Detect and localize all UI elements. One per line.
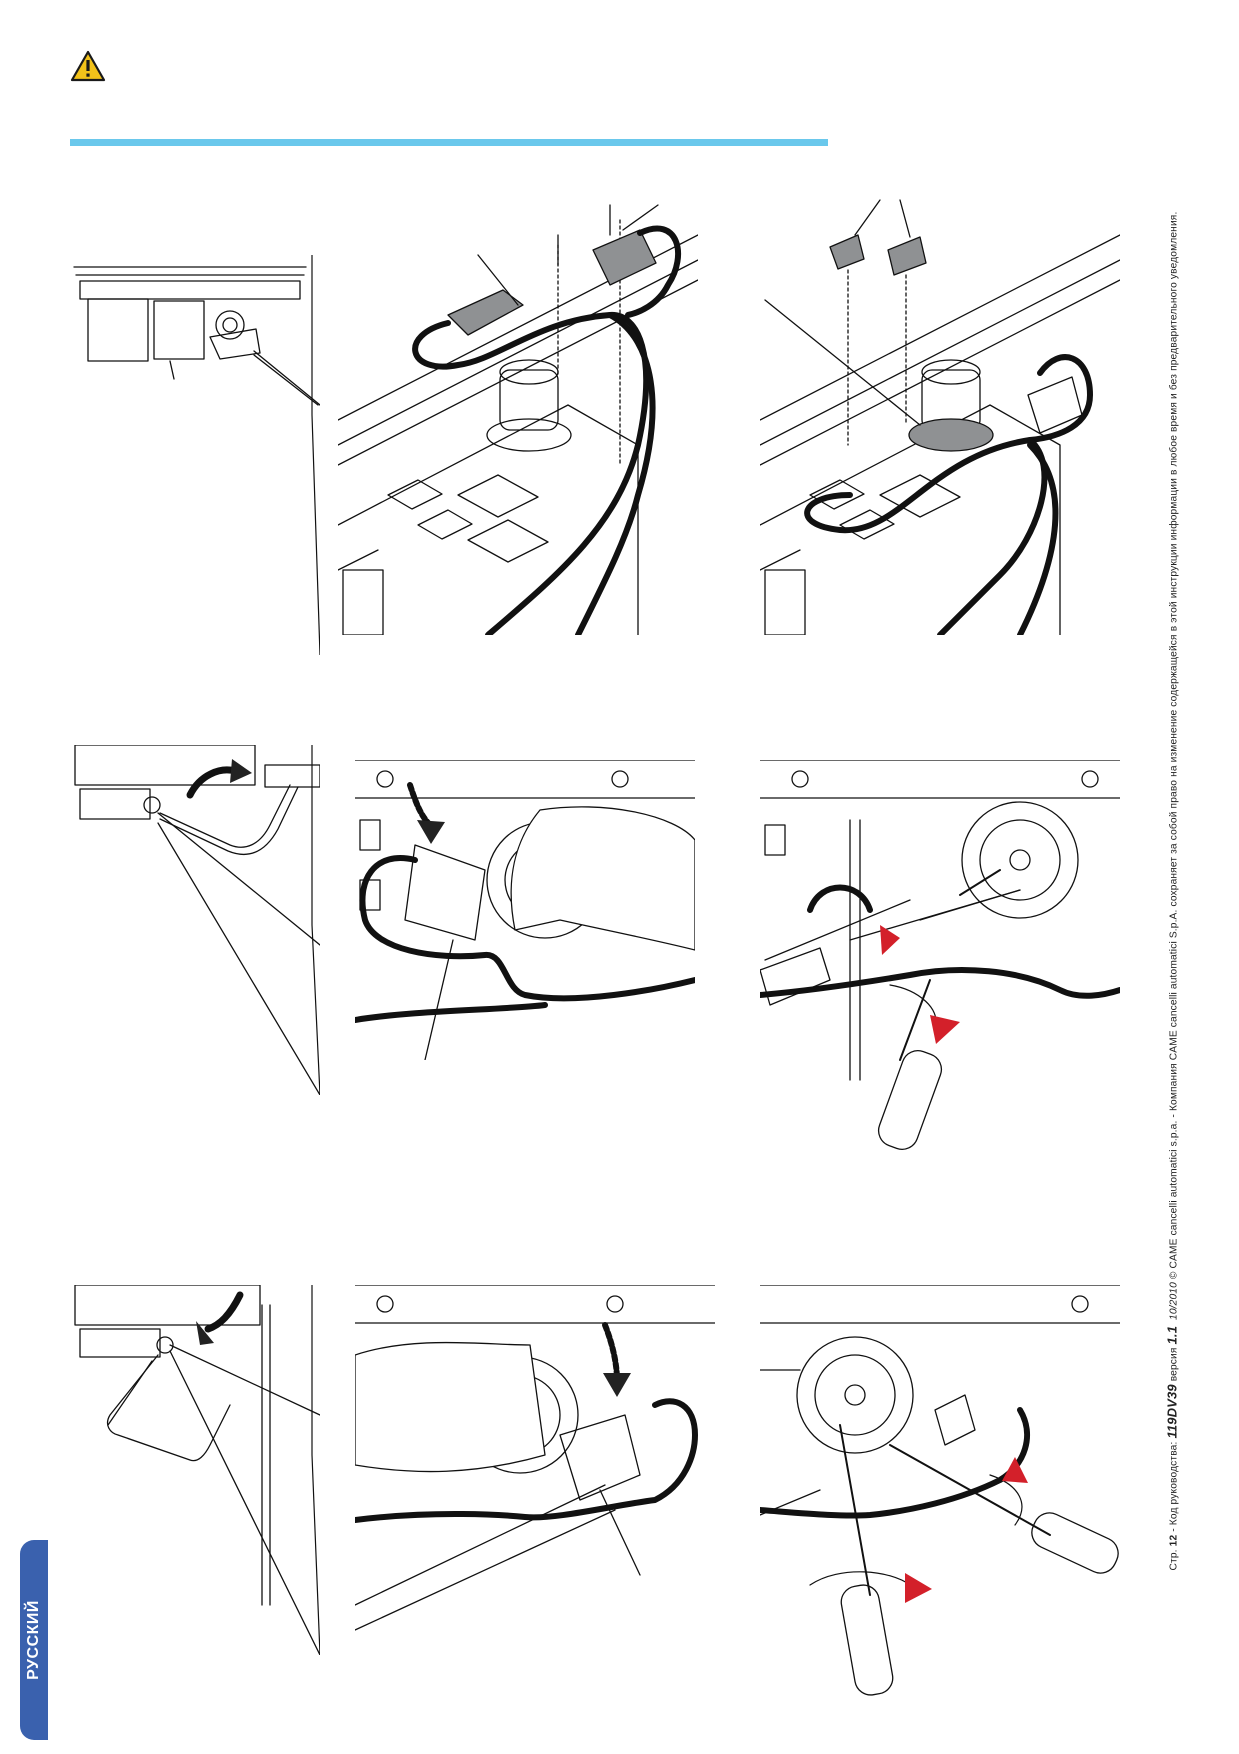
section-divider: [70, 139, 828, 146]
footer-version: 1.1: [1164, 1325, 1180, 1345]
overview-illustration-1: [73, 255, 320, 655]
footer-copyright: © CAME cancelli automatici s.p.a. - Комп…: [1168, 211, 1180, 1283]
illustration-mounting-limit-switch-b: [355, 1285, 715, 1631]
illustration-limit-switch-exploded-a: [338, 204, 698, 635]
illustration-adjusting-cams-b: [760, 1285, 1120, 1696]
warning-triangle-icon: [70, 50, 106, 82]
illustration-adjusting-cams-a: [760, 760, 1120, 1150]
overview-illustration-2: [74, 745, 320, 1095]
footer-date: 10/2010: [1168, 1282, 1180, 1320]
footer-version-prefix: версия: [1168, 1344, 1180, 1385]
language-tab: [20, 1540, 48, 1740]
illustration-mounting-limit-switch-a: [355, 760, 695, 1060]
page-footer: Стр. 12 - Код руководства: 119DV39 верси…: [1165, 212, 1180, 1571]
footer-manual-code-prefix: - Код руководства:: [1168, 1438, 1180, 1535]
language-label: РУССКИЙ: [25, 1600, 42, 1680]
footer-page-number: 12: [1168, 1534, 1180, 1547]
footer-page-prefix: Стр.: [1168, 1546, 1180, 1571]
overview-illustration-3: [74, 1285, 320, 1655]
illustration-limit-switch-exploded-b: [760, 199, 1120, 635]
footer-manual-code: 119DV39: [1164, 1384, 1180, 1439]
